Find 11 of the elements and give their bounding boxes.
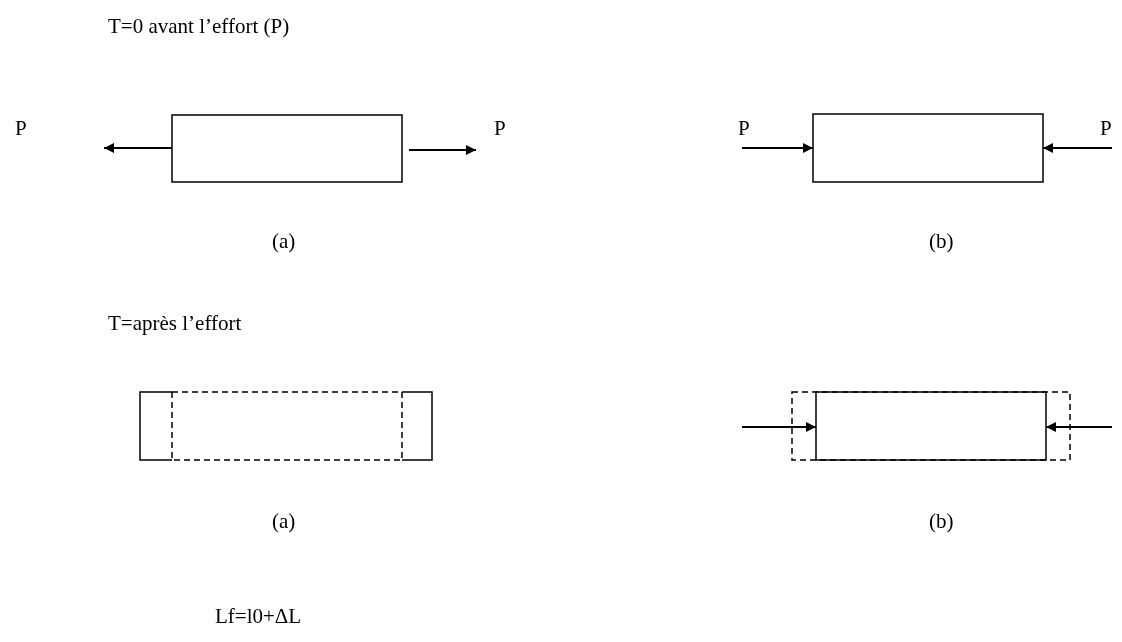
figure-label: (b): [929, 509, 954, 533]
force-label: P: [494, 116, 506, 140]
figure-label: (a): [272, 229, 296, 253]
heading: T=0 avant l’effort (P): [108, 14, 290, 38]
force-label: P: [1100, 116, 1112, 140]
heading: T=après l’effort: [108, 311, 242, 335]
figure-label: (a): [272, 509, 296, 533]
figure-label: (b): [929, 229, 954, 253]
formula: Lf=l0+ΔL: [215, 604, 302, 628]
force-label: P: [738, 116, 750, 140]
force-label: P: [15, 116, 27, 140]
